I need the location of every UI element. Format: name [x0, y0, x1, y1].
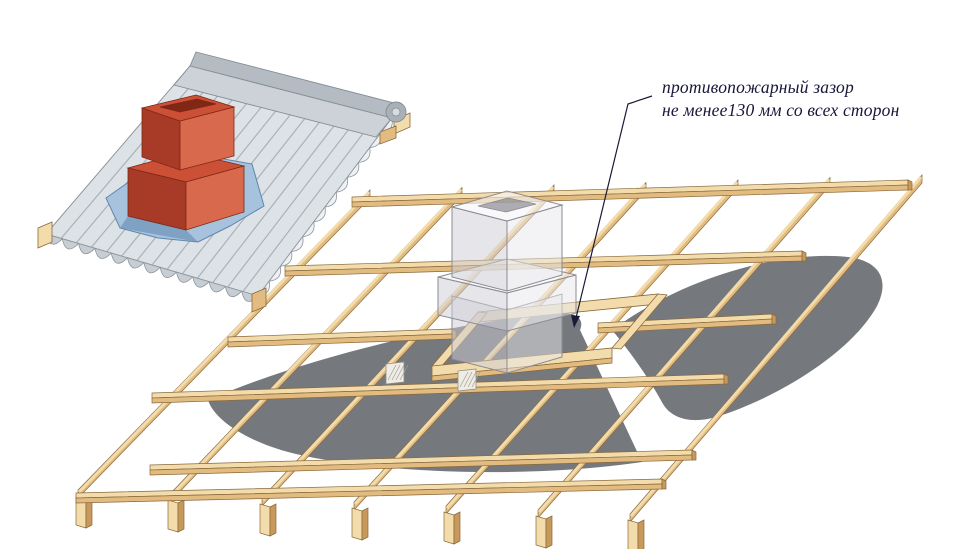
trimmer-plate-hatch — [391, 364, 401, 381]
trimmer-plate — [457, 368, 477, 392]
rafter-foot — [535, 515, 547, 549]
trimmer-plate-hatch — [467, 371, 477, 388]
rafter-foot — [259, 503, 271, 537]
rafter-foot-side — [453, 511, 461, 545]
trimmer-plate — [385, 361, 405, 385]
ridge-cap-front — [173, 65, 393, 138]
opening-frame-front — [431, 357, 613, 382]
rafter-top-highlight — [445, 181, 739, 509]
batten-end-grain — [907, 179, 913, 191]
trimmer-plate-hatch — [471, 371, 481, 388]
corrugation-line — [60, 69, 205, 239]
corrugation-line — [242, 113, 379, 292]
eave-wave-edge — [45, 233, 259, 302]
leader-arrowhead — [571, 315, 580, 328]
rafter-foot-side — [361, 507, 369, 541]
fire-gap-annotation: противопожарный зазор не менее130 мм со … — [662, 76, 900, 122]
chimney-collar-right-face — [506, 274, 577, 332]
rafter-foot-side — [269, 503, 277, 537]
rafter-foot — [443, 511, 455, 545]
batten-end-grain — [661, 478, 667, 490]
batten-end-grain — [723, 373, 729, 385]
chimney-upper-left-face — [451, 206, 508, 292]
annotation-line2: не менее130 мм со всех сторон — [662, 100, 900, 120]
batten-end-grain — [801, 250, 807, 262]
translucent-chimney — [437, 190, 577, 374]
inset-chimney-step-right — [185, 165, 245, 231]
ridge-cap-curl-inner — [391, 107, 401, 117]
gable-wave-edge — [257, 117, 393, 297]
finished-roof-inset — [37, 51, 411, 313]
rafter-foot — [351, 507, 363, 541]
rafter-foot-side — [545, 515, 553, 549]
trimmer-plate-hatch — [463, 371, 473, 388]
batten-end-grain — [771, 313, 777, 325]
trimmer-plate-hatch — [459, 371, 469, 388]
trimmer-plate-hatch — [387, 364, 397, 381]
rafter-foot-side — [177, 499, 185, 533]
corrugation-line — [227, 110, 364, 288]
flue-opening — [477, 197, 537, 213]
rafter-top-highlight — [77, 190, 371, 494]
rafter-foot — [167, 499, 179, 533]
base-flashing-shade — [120, 216, 198, 242]
batten-end-block — [251, 287, 267, 313]
leader — [571, 95, 653, 328]
opening-frame-board — [611, 293, 668, 350]
corrugation-line — [212, 106, 350, 284]
leader-line — [574, 95, 653, 323]
batten-end-block — [37, 221, 53, 249]
rafter-foot-side — [637, 519, 645, 549]
inset-flue-opening — [159, 98, 217, 113]
trimmer-plate-hatch — [395, 364, 405, 381]
batten-end-grain — [691, 449, 697, 461]
corrugation-line — [196, 102, 335, 279]
trimmer-plate-hatch — [399, 364, 409, 381]
annotation-line1: противопожарный зазор — [662, 77, 854, 97]
batten-end-block — [379, 125, 397, 145]
rafter-foot — [627, 519, 639, 549]
